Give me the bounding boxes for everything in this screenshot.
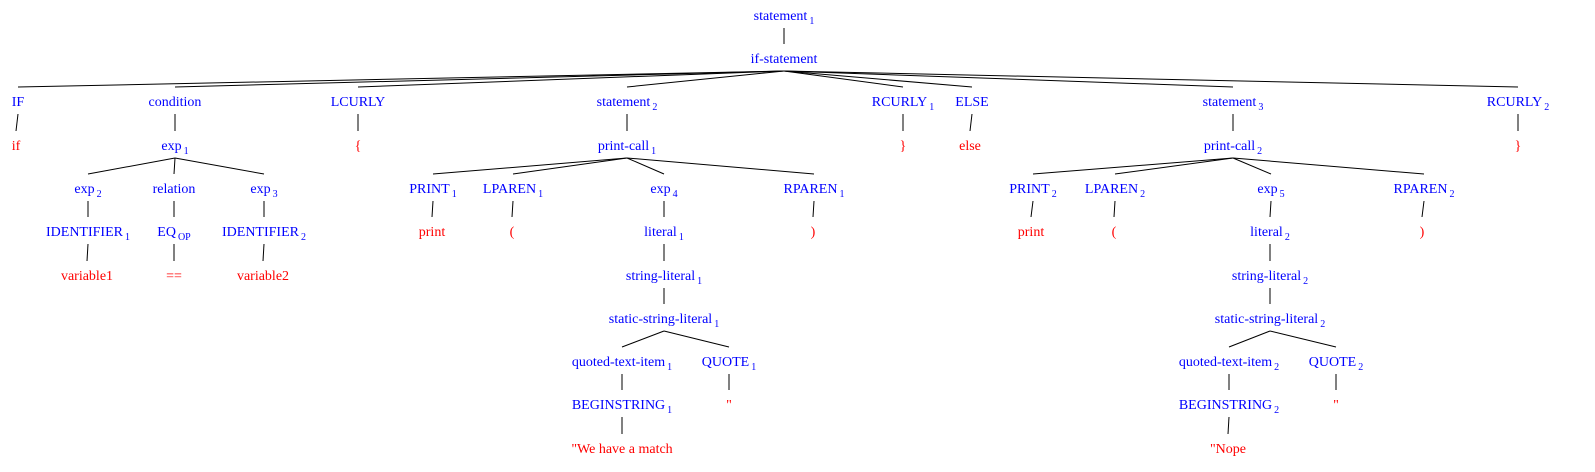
- tree-edge: [1232, 157, 1425, 175]
- tree-edge: [783, 70, 904, 88]
- tree-node-label: LCURLY: [331, 95, 386, 110]
- terminal-token: (: [510, 225, 515, 240]
- tree-edge: [174, 157, 265, 175]
- terminal-token: variable1: [61, 269, 113, 284]
- tree-edge: [86, 243, 89, 262]
- tree-edge: [783, 70, 973, 88]
- tree-edge: [511, 200, 514, 218]
- tree-edge: [812, 200, 815, 218]
- terminal-token: if: [12, 139, 21, 154]
- tree-edge: [663, 330, 730, 348]
- tree-edge: [1228, 330, 1271, 348]
- tree-edge: [1227, 416, 1230, 435]
- terminal-token: {: [355, 139, 362, 154]
- tree-edge: [626, 157, 665, 175]
- tree-edges: [15, 28, 1519, 435]
- tree-edge: [512, 157, 628, 175]
- terminal-token: "Nope: [1210, 442, 1246, 457]
- tree-edge: [1232, 157, 1272, 175]
- tree-edge: [626, 157, 815, 175]
- tree-edge: [15, 113, 19, 132]
- tree-edge: [621, 330, 665, 348]
- terminal-token: print: [419, 225, 446, 240]
- terminal-token: }: [1515, 139, 1522, 154]
- tree-edge: [174, 70, 785, 88]
- tree-edge: [17, 70, 785, 88]
- tree-node-label: condition: [149, 95, 202, 110]
- terminal-token: ==: [166, 269, 182, 284]
- tree-edge: [357, 70, 785, 88]
- tree-edge: [1269, 330, 1337, 348]
- tree-edge: [1113, 200, 1116, 218]
- tree-edge: [431, 200, 434, 218]
- terminal-token: ": [1333, 398, 1339, 413]
- terminal-token: "We have a match: [571, 442, 672, 457]
- terminal-token: variable2: [237, 269, 289, 284]
- tree-edge: [1030, 200, 1034, 218]
- tree-edge: [1269, 200, 1272, 218]
- terminal-token: }: [900, 139, 907, 154]
- tree-edge: [626, 70, 785, 88]
- tree-node-label: if-statement: [751, 52, 818, 67]
- tree-edge: [173, 157, 176, 175]
- tree-node-label: relation: [153, 182, 196, 197]
- tree-edge: [262, 243, 265, 262]
- terminal-token: print: [1018, 225, 1045, 240]
- tree-node-label: IF: [12, 95, 25, 110]
- tree-edge: [969, 113, 973, 132]
- tree-edge: [1032, 157, 1234, 175]
- tree-edge: [432, 157, 628, 175]
- terminal-token: ): [1420, 225, 1425, 240]
- tree-edge: [783, 70, 1519, 88]
- tree-edge: [87, 157, 176, 175]
- tree-edge: [783, 70, 1234, 88]
- tree-node-label: ELSE: [955, 95, 988, 110]
- terminal-token: ): [811, 225, 816, 240]
- terminal-token: (: [1112, 225, 1117, 240]
- tree-edge: [1114, 157, 1234, 175]
- terminal-token: else: [959, 139, 981, 154]
- tree-edge: [1421, 200, 1425, 218]
- terminal-token: ": [726, 398, 732, 413]
